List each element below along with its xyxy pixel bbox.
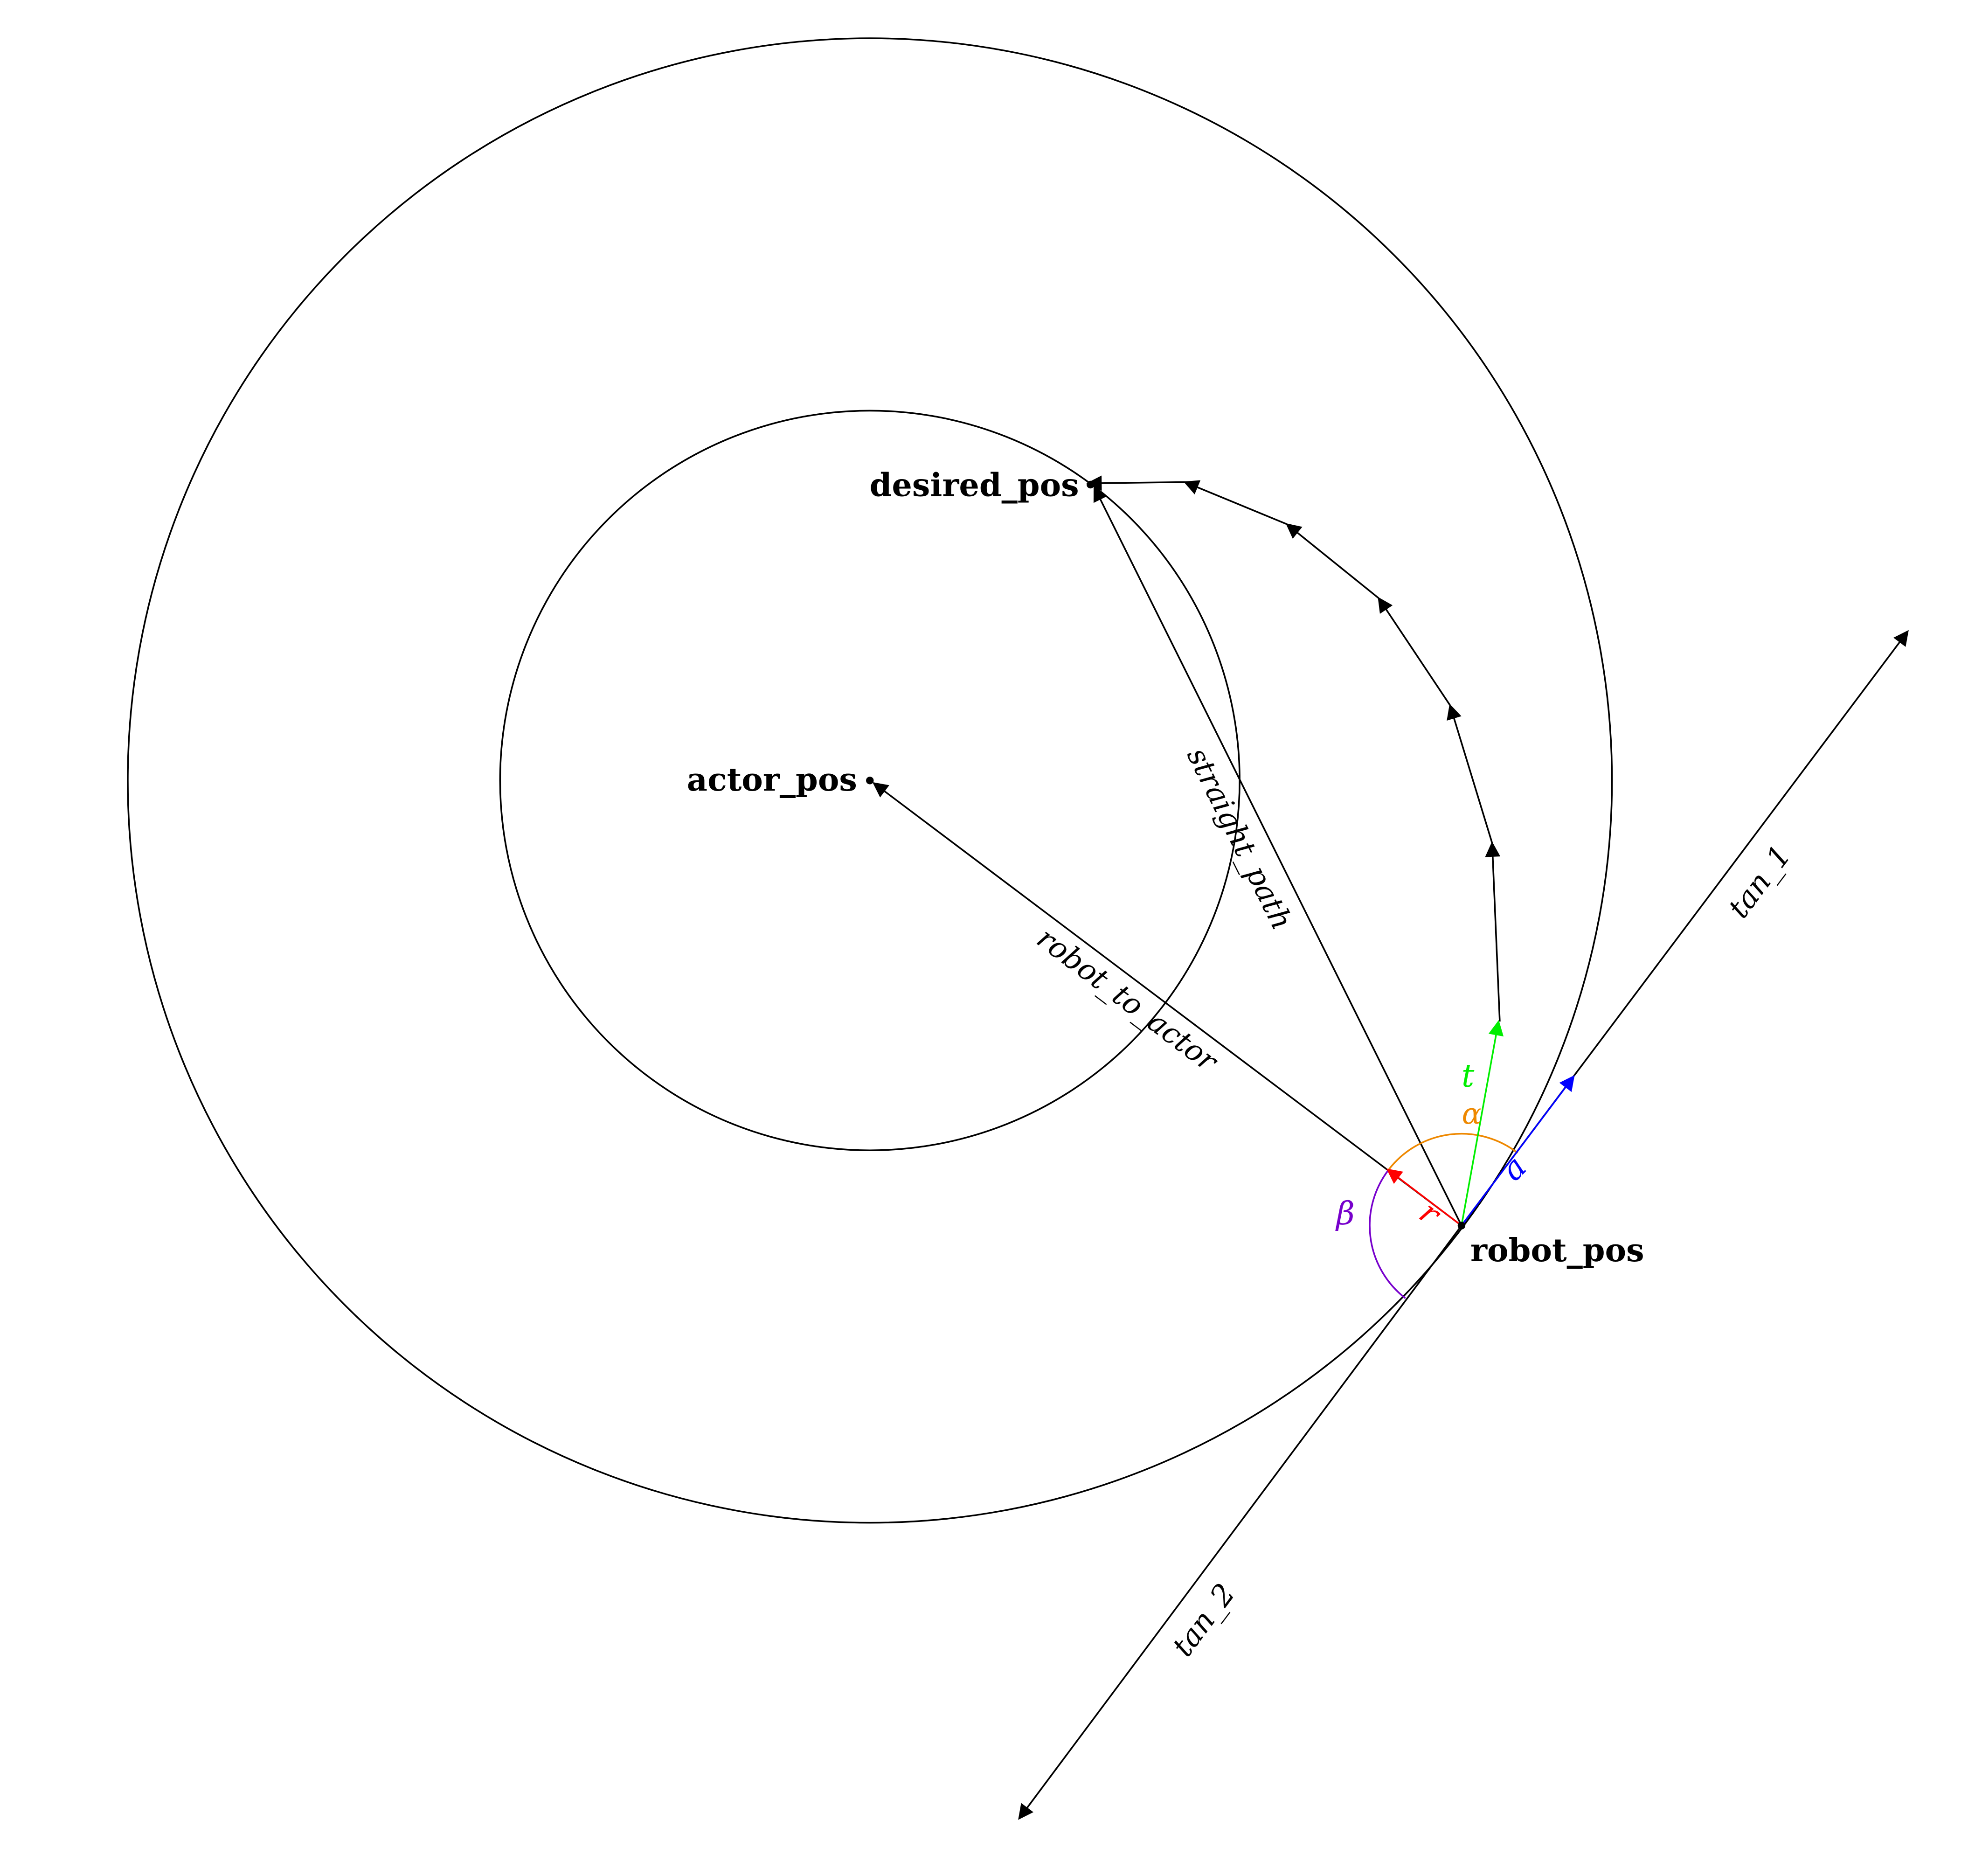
tan-2-arrow xyxy=(1018,1225,1462,1820)
alpha-arc xyxy=(1388,1133,1518,1170)
beta-arc xyxy=(1369,1169,1406,1299)
tan-2-label: tan_2 xyxy=(1165,1577,1241,1662)
straight-path-arrow xyxy=(1093,486,1462,1226)
robot-to-actor-label: robot_to_actor xyxy=(1031,921,1225,1079)
t-label: t xyxy=(1462,1058,1475,1095)
t-vector xyxy=(1461,1020,1504,1226)
curved-path-segment xyxy=(1285,523,1379,599)
curved-path-segment xyxy=(1447,703,1493,843)
curved-path-segment xyxy=(1485,841,1501,1022)
a-vector xyxy=(1461,1075,1575,1226)
curved-path-segment xyxy=(1378,597,1451,706)
robot-to-actor-arrow xyxy=(872,782,1462,1226)
r-label: r xyxy=(1413,1194,1448,1234)
r-vector xyxy=(1386,1168,1462,1226)
tan-1-label: tan_1 xyxy=(1721,839,1797,924)
curved-path xyxy=(1086,475,1501,1022)
curved-path-segment xyxy=(1086,475,1185,491)
beta-label: β xyxy=(1335,1195,1355,1232)
robot-pos-label: robot_pos xyxy=(1470,1232,1644,1269)
a-label: a xyxy=(1494,1149,1534,1188)
alpha-label: α xyxy=(1462,1097,1482,1131)
curved-path-segment xyxy=(1183,480,1288,525)
robot-point xyxy=(1457,1222,1466,1230)
desired-pos-label: desired_pos xyxy=(870,467,1079,504)
desired-point xyxy=(1087,480,1095,489)
actor-pos-label: actor_pos xyxy=(687,761,857,799)
outer-circle xyxy=(127,37,1613,1524)
actor-point xyxy=(866,777,874,785)
